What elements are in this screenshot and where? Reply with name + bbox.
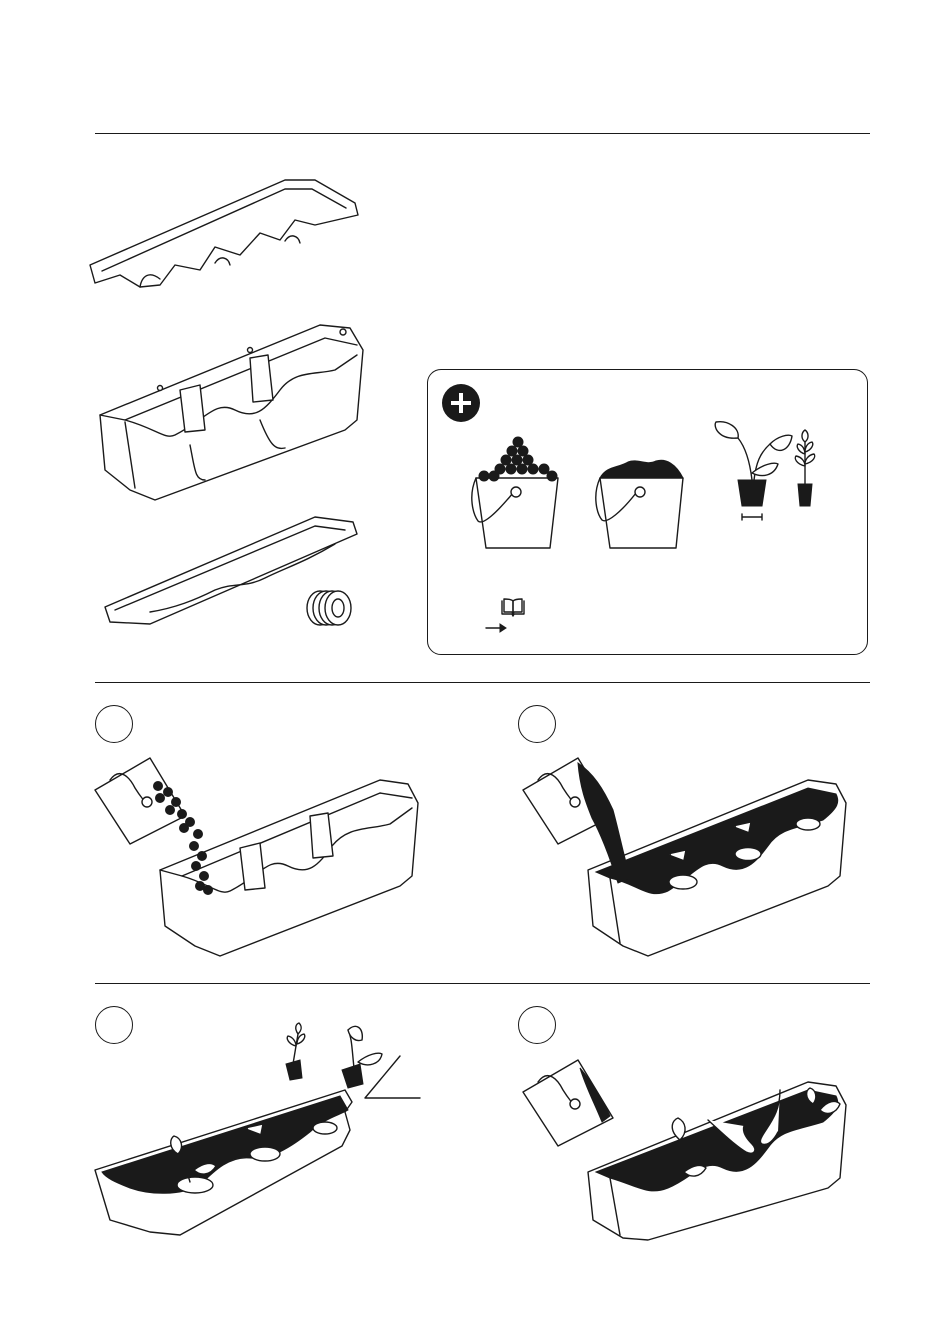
step-2-illustration bbox=[518, 758, 848, 963]
step-1-badge bbox=[95, 705, 133, 743]
lower-divider bbox=[95, 983, 870, 984]
step-4-badge bbox=[518, 1006, 556, 1044]
clay-pebbles-bucket bbox=[468, 436, 568, 551]
extras-required-panel bbox=[427, 369, 868, 655]
step-2-badge bbox=[518, 705, 556, 743]
book-icon bbox=[500, 598, 526, 618]
step-1-illustration bbox=[90, 758, 420, 963]
top-divider bbox=[95, 133, 870, 134]
middle-divider bbox=[95, 682, 870, 683]
step-3-illustration bbox=[90, 1020, 420, 1245]
plants bbox=[708, 418, 838, 528]
step-4-illustration bbox=[518, 1060, 848, 1250]
planter-body bbox=[95, 320, 370, 505]
plus-icon bbox=[442, 384, 480, 422]
top-rim-frame bbox=[80, 175, 370, 300]
potting-soil-bucket bbox=[588, 456, 688, 551]
arrow-right-icon bbox=[485, 622, 507, 634]
plug-stopper bbox=[300, 586, 360, 631]
